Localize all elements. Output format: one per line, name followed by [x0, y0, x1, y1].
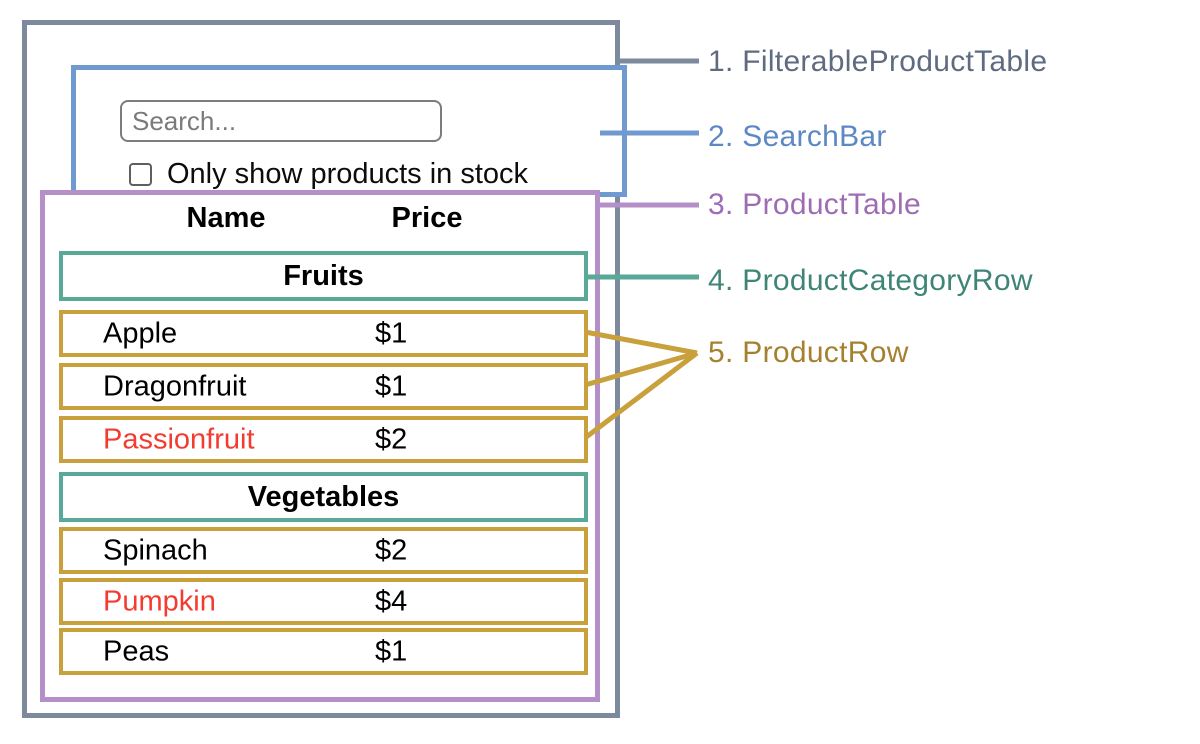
category-label: Vegetables	[247, 480, 400, 513]
product-row: Apple $1	[59, 310, 588, 357]
annotation-product-category-row: 4. ProductCategoryRow	[708, 264, 1033, 297]
product-category-row-fruits: Fruits	[59, 251, 588, 301]
product-row: Passionfruit $2	[59, 416, 588, 463]
column-header-name: Name	[186, 202, 266, 234]
category-label: Fruits	[283, 259, 364, 292]
product-row: Peas $1	[59, 628, 588, 675]
product-name: Passionfruit	[103, 423, 255, 455]
product-price: $4	[375, 585, 408, 617]
product-price: $2	[375, 534, 408, 566]
annotation-product-row: 5. ProductRow	[708, 336, 909, 369]
product-price: $1	[375, 370, 408, 402]
product-name: Dragonfruit	[103, 370, 247, 402]
in-stock-checkbox-label: Only show products in stock	[167, 157, 529, 190]
annotation-search-bar: 2. SearchBar	[708, 120, 887, 153]
column-header-price: Price	[391, 202, 463, 234]
product-name: Pumpkin	[103, 585, 216, 617]
product-price: $1	[375, 317, 408, 349]
in-stock-filter-row: Only show products in stock	[129, 157, 529, 190]
annotation-product-table: 3. ProductTable	[708, 188, 921, 221]
search-input[interactable]	[120, 100, 442, 142]
product-row: Spinach $2	[59, 527, 588, 574]
product-name: Spinach	[103, 534, 208, 566]
product-name: Apple	[103, 317, 178, 349]
product-price: $2	[375, 423, 408, 455]
search-bar-box: Only show products in stock	[71, 65, 627, 197]
annotation-filterable-product-table: 1. FilterableProductTable	[708, 45, 1048, 78]
in-stock-checkbox[interactable]	[129, 162, 152, 186]
product-price: $1	[375, 635, 408, 667]
product-category-row-vegetables: Vegetables	[59, 472, 588, 522]
product-row: Dragonfruit $1	[59, 363, 588, 410]
product-name: Peas	[103, 635, 170, 667]
product-row: Pumpkin $4	[59, 578, 588, 625]
